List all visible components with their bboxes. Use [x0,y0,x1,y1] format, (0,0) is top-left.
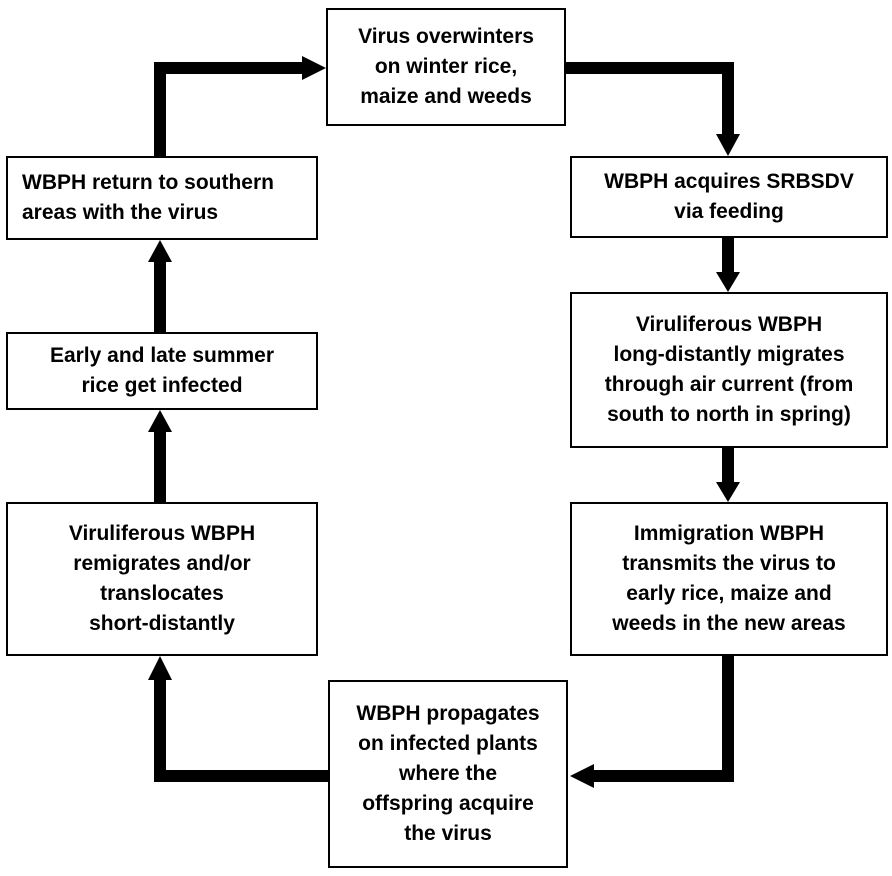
node-wbph-propagates: WBPH propagates on infected plants where… [328,680,568,868]
node-viruliferous-long-distance-migration: Viruliferous WBPH long-distantly migrate… [570,292,888,448]
node-viruliferous-remigrates: Viruliferous WBPH remigrates and/or tran… [6,502,318,656]
node-line: transmits the virus to [622,552,836,575]
edge-propagate-to-remigrate [148,656,328,782]
edge-remigrate-to-summer [148,410,172,502]
node-line: Virus overwinters [358,25,534,48]
edge-summer-to-return [148,240,172,332]
node-line: short-distantly [89,612,235,635]
node-line: translocates [100,582,224,605]
node-line: WBPH return to southern [22,171,274,194]
node-line: Viruliferous WBPH [68,522,256,545]
node-line: via feeding [674,200,784,223]
edge-acquire-to-migrate [716,238,740,292]
node-virus-overwinters: Virus overwinters on winter rice, maize … [326,8,566,126]
node-line: on winter rice, [374,55,518,78]
node-line: south to north in spring) [607,403,851,426]
node-line: through air current (from [604,373,854,396]
node-line: on infected plants [358,732,538,755]
node-wbph-acquires-srbsdv: WBPH acquires SRBSDV via feeding [570,156,888,238]
node-line: WBPH acquires SRBSDV [604,170,854,193]
node-line: offspring acquire [362,792,534,815]
node-summer-rice-infected: Early and late summer rice get infected [6,332,318,410]
node-line: Early and late summer [49,344,275,367]
node-line: rice get infected [81,374,243,397]
node-line: early rice, maize and [626,582,832,605]
node-line: Viruliferous WBPH [635,313,823,336]
node-line: the virus [404,822,492,845]
node-line: weeds in the new areas [612,612,846,635]
node-line: areas with the virus [22,201,219,224]
node-line: WBPH propagates [356,702,540,725]
node-line: long-distantly migrates [613,343,845,366]
node-line: maize and weeds [360,85,532,108]
node-line: Immigration WBPH [633,522,825,545]
node-line: remigrates and/or [73,552,251,575]
node-wbph-return-south: WBPH return to southern areas with the v… [6,156,318,240]
edge-overwinter-to-acquire [566,62,740,156]
node-immigration-transmits-virus: Immigration WBPH transmits the virus to … [570,502,888,656]
edge-migrate-to-immigration [716,448,740,502]
node-line: where the [398,762,498,785]
edge-return-to-overwinter [154,56,326,156]
edge-immigration-to-propagate [570,656,734,788]
